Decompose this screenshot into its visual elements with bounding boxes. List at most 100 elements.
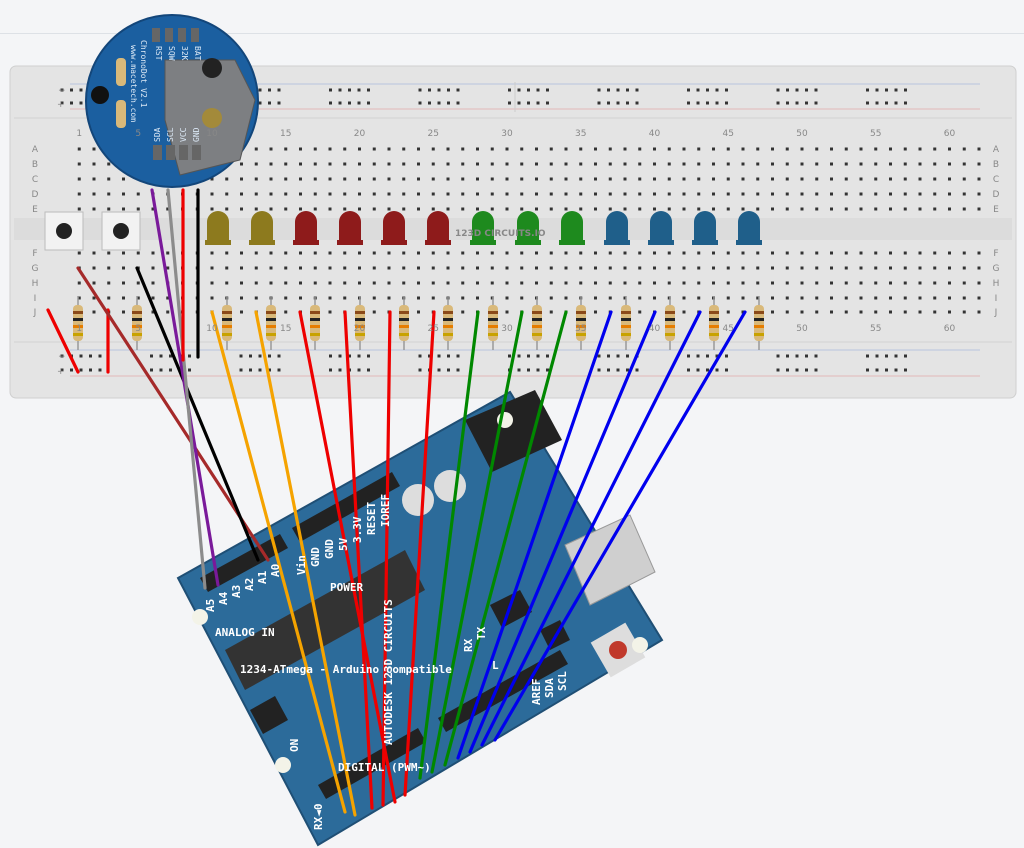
breadboard-hole[interactable] [756,192,760,196]
breadboard-hole[interactable] [240,192,243,196]
breadboard-hole[interactable] [874,310,878,314]
led-body[interactable] [207,211,229,244]
rail-hole[interactable] [725,88,728,92]
rail-hole[interactable] [249,368,252,372]
breadboard-hole[interactable] [446,147,450,151]
rail-hole[interactable] [456,354,460,358]
rail-hole[interactable] [536,88,540,92]
breadboard-hole[interactable] [535,177,538,181]
breadboard-hole[interactable] [387,177,391,181]
breadboard-hole[interactable] [889,192,892,196]
breadboard-hole[interactable] [461,207,465,211]
breadboard-hole[interactable] [387,266,391,270]
breadboard-hole[interactable] [697,251,701,255]
breadboard-hole[interactable] [771,162,774,166]
breadboard-hole[interactable] [372,177,376,181]
breadboard-hole[interactable] [741,192,745,196]
breadboard-hole[interactable] [77,296,81,300]
breadboard-hole[interactable] [476,296,479,300]
push-button[interactable] [101,211,141,251]
breadboard-hole[interactable] [933,162,937,166]
breadboard-hole[interactable] [608,162,612,166]
breadboard-hole[interactable] [594,147,597,151]
rail-hole[interactable] [894,354,898,358]
breadboard-hole[interactable] [520,192,524,196]
breadboard-hole[interactable] [859,162,863,166]
breadboard-hole[interactable] [299,296,302,300]
breadboard-hole[interactable] [933,281,937,285]
breadboard-hole[interactable] [962,207,966,211]
breadboard-hole[interactable] [638,147,642,151]
breadboard-hole[interactable] [653,207,656,211]
breadboard-hole[interactable] [476,147,479,151]
breadboard-hole[interactable] [638,310,642,314]
breadboard-hole[interactable] [948,162,951,166]
breadboard-hole[interactable] [122,266,125,270]
breadboard-hole[interactable] [682,251,686,255]
breadboard-hole[interactable] [417,192,420,196]
breadboard-hole[interactable] [313,177,317,181]
breadboard-hole[interactable] [240,177,243,181]
led-yellow[interactable] [205,211,231,245]
rail-hole[interactable] [70,88,73,92]
rail-hole[interactable] [706,354,709,358]
breadboard-hole[interactable] [579,251,583,255]
breadboard-hole[interactable] [417,310,420,314]
breadboard-hole[interactable] [372,296,376,300]
rail-hole[interactable] [814,368,818,372]
led-body[interactable] [694,211,716,244]
breadboard-hole[interactable] [417,266,420,270]
rail-hole[interactable] [169,368,172,372]
wire-green[interactable] [430,310,524,774]
breadboard-hole[interactable] [299,192,302,196]
breadboard-hole[interactable] [225,177,229,181]
breadboard-hole[interactable] [343,192,347,196]
breadboard-hole[interactable] [815,162,819,166]
breadboard-hole[interactable] [785,162,789,166]
breadboard-hole[interactable] [299,266,302,270]
breadboard-hole[interactable] [417,251,420,255]
rail-hole[interactable] [687,88,690,92]
rail-hole[interactable] [536,368,540,372]
breadboard-hole[interactable] [549,266,553,270]
breadboard-hole[interactable] [564,177,568,181]
breadboard-hole[interactable] [431,296,435,300]
breadboard-hole[interactable] [712,192,715,196]
breadboard-hole[interactable] [756,281,760,285]
rail-hole[interactable] [696,101,700,105]
led-body[interactable] [427,211,449,244]
breadboard-hole[interactable] [461,192,465,196]
breadboard-hole[interactable] [269,281,273,285]
breadboard-hole[interactable] [712,281,715,285]
breadboard-hole[interactable] [461,177,465,181]
wire-red[interactable] [381,310,392,807]
breadboard-hole[interactable] [284,162,288,166]
breadboard-hole[interactable] [417,177,420,181]
breadboard-hole[interactable] [564,251,568,255]
led-blue[interactable] [648,211,674,245]
rail-hole[interactable] [546,101,549,105]
breadboard-hole[interactable] [918,310,922,314]
breadboard-hole[interactable] [623,192,627,196]
breadboard-hole[interactable] [697,192,701,196]
breadboard-hole[interactable] [844,147,848,151]
breadboard-hole[interactable] [623,251,627,255]
led-body[interactable] [561,211,583,244]
breadboard-hole[interactable] [726,207,730,211]
rail-hole[interactable] [437,354,441,358]
breadboard-hole[interactable] [505,177,509,181]
breadboard-hole[interactable] [564,281,568,285]
rail-hole[interactable] [338,101,342,105]
breadboard-hole[interactable] [962,251,966,255]
breadboard-hole[interactable] [844,162,848,166]
rail-hole[interactable] [329,101,332,105]
breadboard-hole[interactable] [830,177,833,181]
breadboard-hole[interactable] [107,266,111,270]
breadboard-hole[interactable] [682,162,686,166]
breadboard-hole[interactable] [372,251,376,255]
breadboard-hole[interactable] [785,266,789,270]
breadboard-hole[interactable] [756,207,760,211]
breadboard-hole[interactable] [977,162,981,166]
rail-hole[interactable] [329,368,332,372]
breadboard-hole[interactable] [800,177,804,181]
